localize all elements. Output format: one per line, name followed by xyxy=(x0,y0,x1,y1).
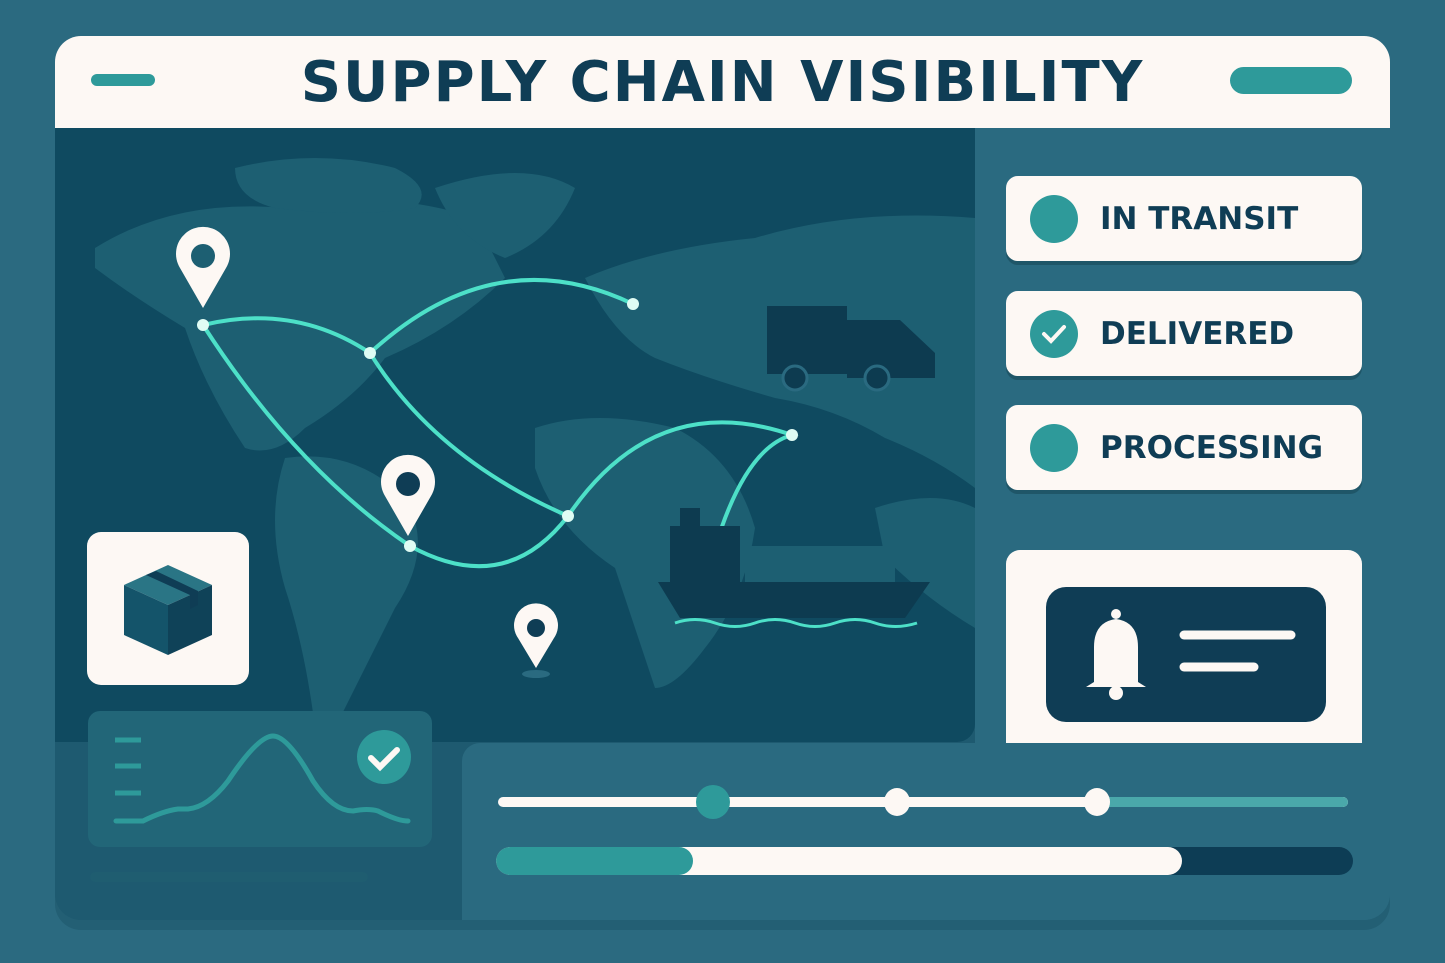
route-africa-middle-east xyxy=(566,420,799,549)
notification-bubble xyxy=(1046,587,1326,722)
progress-primary-fill xyxy=(496,847,694,875)
node xyxy=(404,540,416,552)
timeline-thumb-active[interactable] xyxy=(696,785,730,819)
notification-card[interactable] xyxy=(1006,550,1362,773)
status-delivered[interactable]: DELIVERED xyxy=(1006,291,1362,376)
progress-bar xyxy=(496,847,1353,875)
check-circle-icon xyxy=(357,730,411,784)
location-pin-icon[interactable] xyxy=(176,226,230,308)
check-circle-icon xyxy=(1030,309,1078,358)
route-atlantic-europe xyxy=(368,278,634,355)
circle-icon xyxy=(1030,194,1078,243)
node xyxy=(627,298,639,310)
node xyxy=(562,510,574,522)
node xyxy=(786,429,798,441)
bell-icon xyxy=(1086,609,1296,700)
package-card[interactable] xyxy=(87,532,249,685)
page-title: SUPPLY CHAIN VISIBILITY xyxy=(300,49,1145,115)
status-in-transit[interactable]: IN TRANSIT xyxy=(1006,176,1362,261)
route-nodes xyxy=(197,298,798,552)
header-bar: SUPPLY CHAIN VISIBILITY xyxy=(55,36,1390,128)
timeline-step[interactable] xyxy=(884,788,910,816)
trend-chart xyxy=(113,730,411,824)
timeline-panel xyxy=(462,743,1390,920)
location-pin-icon[interactable] xyxy=(381,454,435,536)
timeline-step[interactable] xyxy=(1084,788,1110,816)
chart-legend-lines xyxy=(115,737,141,796)
package-icon xyxy=(124,564,212,655)
trend-line xyxy=(113,733,411,824)
header-action-button[interactable] xyxy=(1230,67,1352,94)
location-pin-icon[interactable] xyxy=(514,603,558,678)
truck-icon xyxy=(767,306,935,392)
menu-button[interactable] xyxy=(91,74,155,86)
timeline-remaining xyxy=(1097,797,1348,807)
analytics-chart-card[interactable] xyxy=(88,711,432,847)
dashboard-card: SUPPLY CHAIN VISIBILITY xyxy=(55,36,1390,920)
node xyxy=(364,347,376,359)
map-graphic xyxy=(95,158,975,728)
cargo-ship-icon xyxy=(658,508,930,628)
circle-icon xyxy=(1030,423,1078,472)
timeline-track[interactable] xyxy=(498,797,1348,807)
status-processing[interactable]: PROCESSING xyxy=(1006,405,1362,490)
footer-bar xyxy=(90,872,368,882)
node xyxy=(197,319,209,331)
